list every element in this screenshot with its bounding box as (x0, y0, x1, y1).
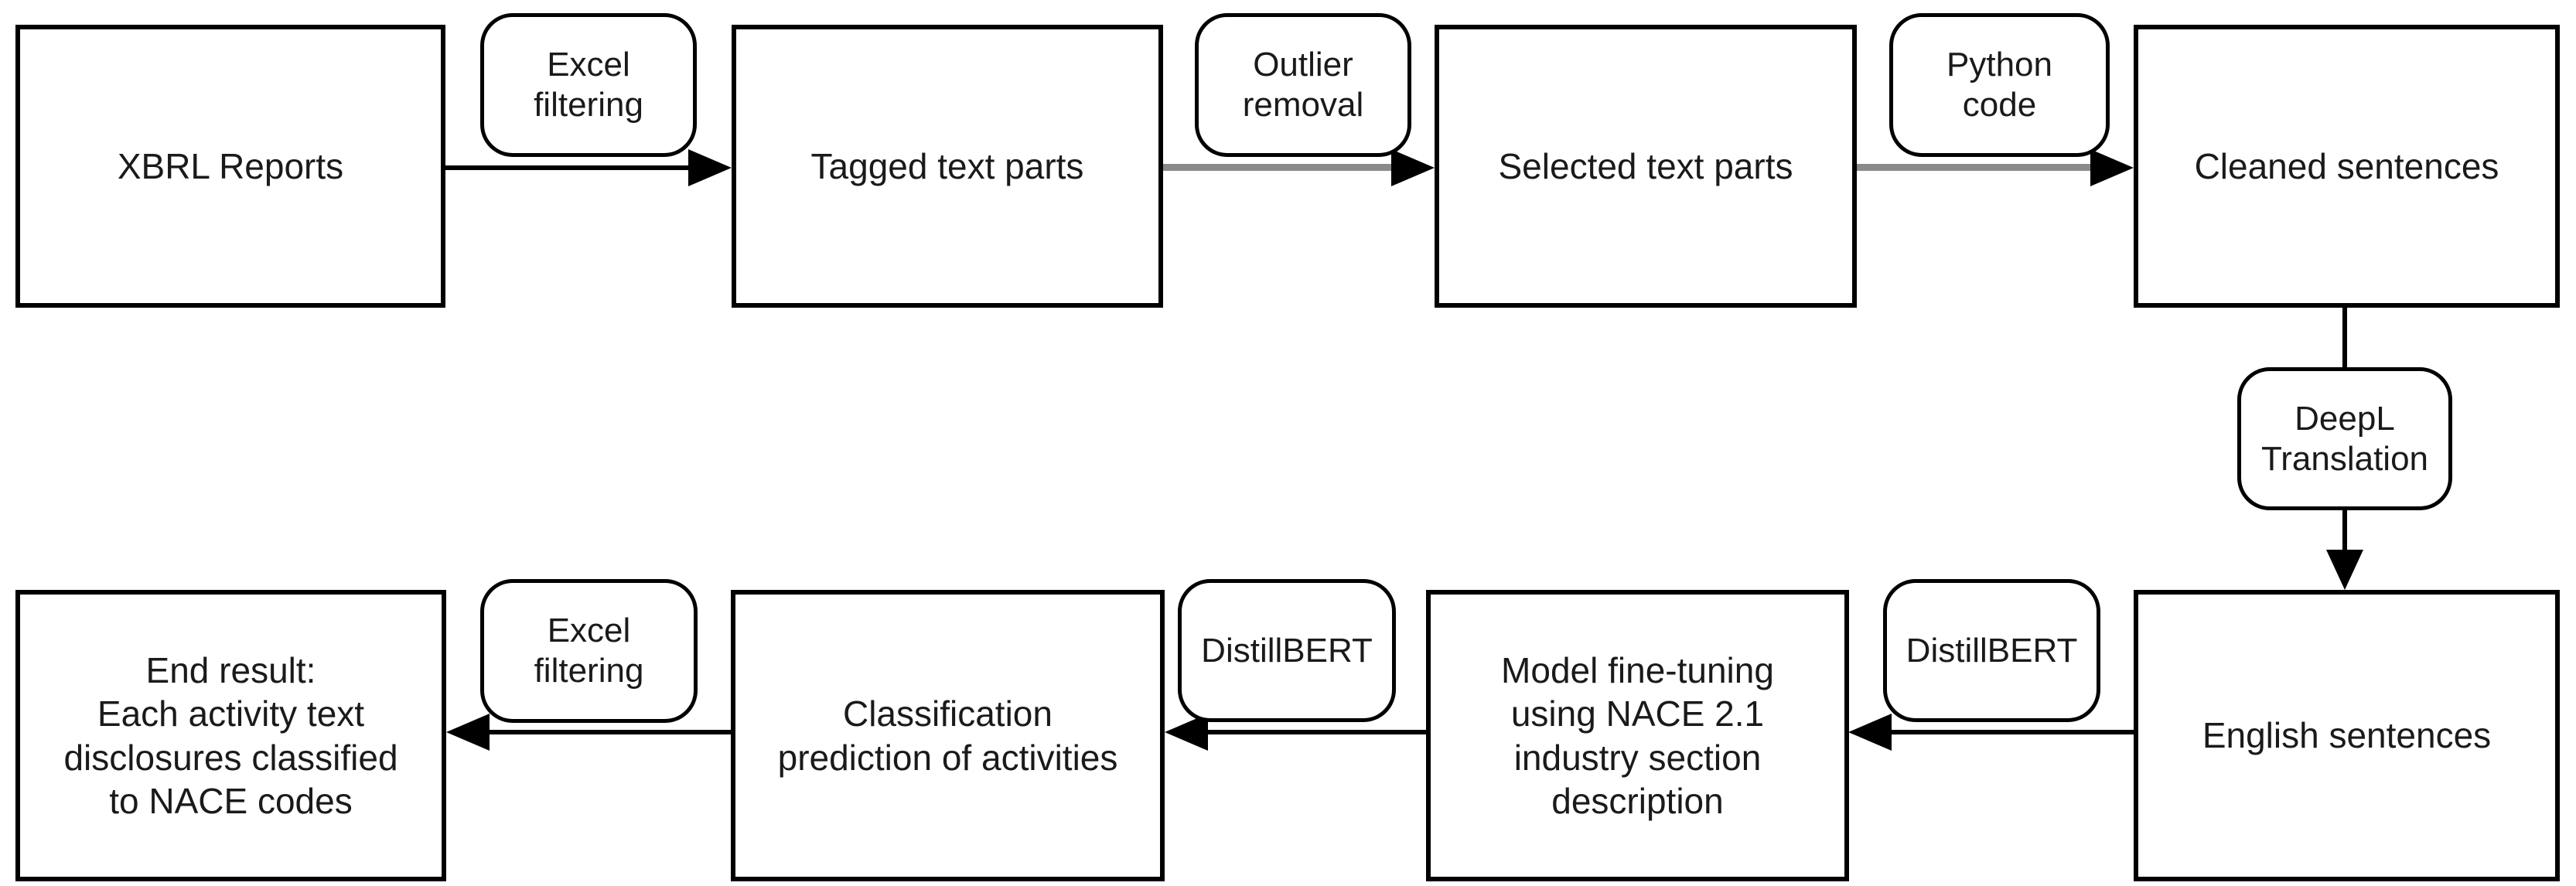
process-box-label: Tagged text parts (810, 145, 1084, 186)
arrowhead-cleaned-to-english (2326, 550, 2363, 590)
process-box-label: English sentences (2202, 715, 2492, 756)
process-box-label: XBRL Reports (117, 145, 344, 186)
arrowhead-tagged-to-selected (1391, 149, 1435, 186)
edge-label-text: DistillBERT (1201, 631, 1373, 670)
process-box-label: Selected text parts (1498, 145, 1793, 186)
arrow-line-selected-to-cleaned (1857, 164, 2091, 171)
edge-label-distillbert-right: DistillBERT (1883, 579, 2100, 722)
process-box-end-result: End result: Each activity text disclosur… (15, 590, 446, 881)
edge-label-deepl-translation: DeepL Translation (2237, 367, 2452, 510)
process-box-label: Model fine-tuning using NACE 2.1 industr… (1501, 650, 1774, 821)
process-box-label: Cleaned sentences (2194, 145, 2499, 186)
process-box-tagged-text-parts: Tagged text parts (732, 25, 1163, 308)
edge-label-excel-filtering-top: Excel filtering (480, 13, 697, 157)
process-box-selected-text-parts: Selected text parts (1435, 25, 1857, 308)
edge-label-text: Python code (1947, 46, 2052, 124)
edge-label-distillbert-left: DistillBERT (1178, 579, 1396, 722)
edge-label-text: Outlier removal (1242, 46, 1364, 124)
edge-label-text: DeepL Translation (2260, 399, 2429, 478)
edge-label-text: Excel filtering (534, 46, 643, 124)
edge-label-excel-filtering-bottom: Excel filtering (480, 579, 698, 723)
arrow-line-english-to-model (1892, 730, 2134, 734)
arrow-line-model-to-classification (1208, 730, 1426, 734)
edge-label-outlier-removal: Outlier removal (1195, 13, 1411, 157)
edge-label-python-code: Python code (1889, 13, 2110, 157)
process-box-english-sentences: English sentences (2134, 590, 2560, 881)
arrowhead-classification-to-endresult (446, 714, 490, 751)
process-box-label: Classification prediction of activities (777, 693, 1118, 778)
edge-label-text: Excel filtering (534, 612, 644, 690)
arrow-line-tagged-to-selected (1163, 164, 1395, 171)
arrowhead-english-to-model (1848, 714, 1892, 751)
process-box-label: End result: Each activity text disclosur… (63, 650, 398, 821)
process-box-xbrl-reports: XBRL Reports (15, 25, 445, 308)
process-box-classification-prediction: Classification prediction of activities (731, 590, 1165, 881)
arrowhead-selected-to-cleaned (2090, 149, 2134, 186)
arrow-line-xbrl-to-tagged (445, 165, 693, 170)
edge-label-text: DistillBERT (1906, 631, 2078, 670)
arrowhead-xbrl-to-tagged (688, 149, 732, 186)
arrow-line-classification-to-endresult (490, 730, 731, 734)
process-box-model-fine-tuning: Model fine-tuning using NACE 2.1 industr… (1426, 590, 1849, 881)
process-box-cleaned-sentences: Cleaned sentences (2134, 25, 2560, 308)
